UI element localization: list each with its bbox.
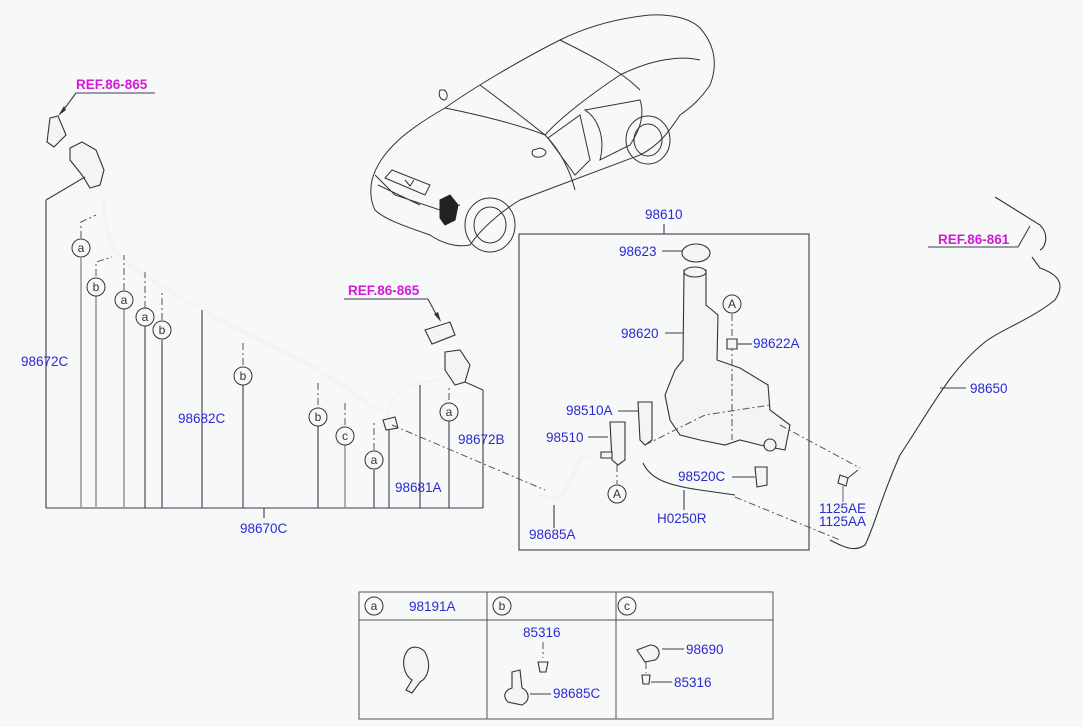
nozzle-right — [444, 349, 471, 386]
part-98672B[interactable]: 98672B — [458, 432, 505, 447]
nozzle-cover-left — [46, 115, 67, 148]
svg-text:b: b — [159, 323, 166, 337]
part-H0250R[interactable]: H0250R — [657, 511, 707, 526]
part-98672C[interactable]: 98672C — [21, 354, 69, 369]
clip-bolt-icon — [537, 661, 549, 673]
svg-text:A: A — [613, 487, 621, 501]
wire-H0250R — [642, 462, 736, 496]
svg-text:a: a — [371, 453, 378, 467]
callout-b: b — [308, 407, 328, 427]
ref-86-865-left[interactable]: REF.86-865 — [76, 77, 148, 92]
callout-A: A — [722, 294, 742, 314]
part-98685A[interactable]: 98685A — [529, 527, 576, 542]
svg-text:A: A — [728, 297, 736, 311]
svg-text:c: c — [624, 599, 630, 613]
legend-part-85316-c[interactable]: 85316 — [674, 675, 712, 690]
part-98682C[interactable]: 98682C — [178, 411, 226, 426]
part-98610[interactable]: 98610 — [645, 207, 683, 222]
level-sensor-98520C — [754, 466, 768, 488]
part-98622A[interactable]: 98622A — [753, 336, 800, 351]
part-98670C[interactable]: 98670C — [240, 521, 288, 536]
legend-table: a 98191A b 85316 98685C c 98690 85316 — [358, 591, 774, 720]
hose-clamp-icon — [403, 646, 430, 694]
bracket-clamp-icon — [504, 669, 529, 706]
legend-callout-b: b — [492, 596, 512, 616]
legend-callout-c: c — [617, 596, 637, 616]
svg-text:c: c — [342, 429, 348, 443]
legend-part-98191A[interactable]: 98191A — [409, 599, 456, 614]
ref-86-861[interactable]: REF.86-861 — [938, 232, 1010, 247]
legend-part-98690[interactable]: 98690 — [686, 642, 724, 657]
left-nozzle-assembly: REF.86-865 — [21, 77, 505, 536]
part-1125AA[interactable]: 1125AA — [819, 514, 866, 529]
callout-a: a — [71, 238, 91, 258]
ref-86-865-right[interactable]: REF.86-865 — [348, 283, 420, 298]
svg-text:b: b — [315, 410, 322, 424]
nozzle-left — [69, 141, 105, 189]
part-1125AE[interactable]: 1125AE — [819, 501, 866, 516]
legend-callout-a: a — [364, 596, 384, 616]
nozzle-cover-right — [424, 321, 456, 345]
svg-text:a: a — [78, 241, 85, 255]
washer-reservoir-assembly: 98610 98623 98620 A 98622A 98510A 98510 … — [518, 207, 861, 551]
rear-washer-hose: REF.86-861 98650 1125AE 1125AA — [819, 196, 1061, 550]
part-98620[interactable]: 98620 — [621, 326, 659, 341]
part-98681A[interactable]: 98681A — [395, 480, 442, 495]
vehicle-illustration — [370, 14, 715, 253]
callout-b: b — [152, 320, 172, 340]
part-98623[interactable]: 98623 — [619, 244, 657, 259]
grommet-98622A — [726, 338, 738, 350]
svg-text:a: a — [142, 310, 149, 324]
part-98510[interactable]: 98510 — [546, 430, 584, 445]
part-98650[interactable]: 98650 — [970, 381, 1008, 396]
callout-a: a — [364, 450, 384, 470]
clip-bolt-c-icon — [641, 674, 651, 685]
svg-text:b: b — [499, 599, 506, 613]
legend-part-98685C[interactable]: 98685C — [553, 686, 601, 701]
washer-pump-98510A — [637, 401, 653, 446]
part-98510A[interactable]: 98510A — [566, 403, 613, 418]
callout-a: a — [114, 290, 134, 310]
callout-a: a — [439, 402, 459, 422]
reservoir-cap — [681, 243, 711, 263]
callout-c: c — [335, 426, 355, 446]
right-nozzle-assembly: REF.86-865 — [344, 283, 546, 491]
callout-A: A — [607, 484, 627, 504]
legend-part-85316-b[interactable]: 85316 — [523, 625, 561, 640]
hose-98685A — [539, 455, 596, 501]
svg-text:a: a — [121, 293, 128, 307]
part-98520C[interactable]: 98520C — [678, 469, 726, 484]
svg-text:b: b — [240, 369, 247, 383]
svg-text:a: a — [371, 599, 378, 613]
svg-text:b: b — [93, 280, 100, 294]
callout-a: a — [135, 307, 155, 327]
callout-b: b — [86, 277, 106, 297]
clip-98690-icon — [636, 644, 660, 663]
callout-b: b — [233, 366, 253, 386]
bolt-1125AE — [837, 474, 849, 487]
hose-98650 — [829, 256, 1061, 550]
svg-text:a: a — [446, 405, 453, 419]
